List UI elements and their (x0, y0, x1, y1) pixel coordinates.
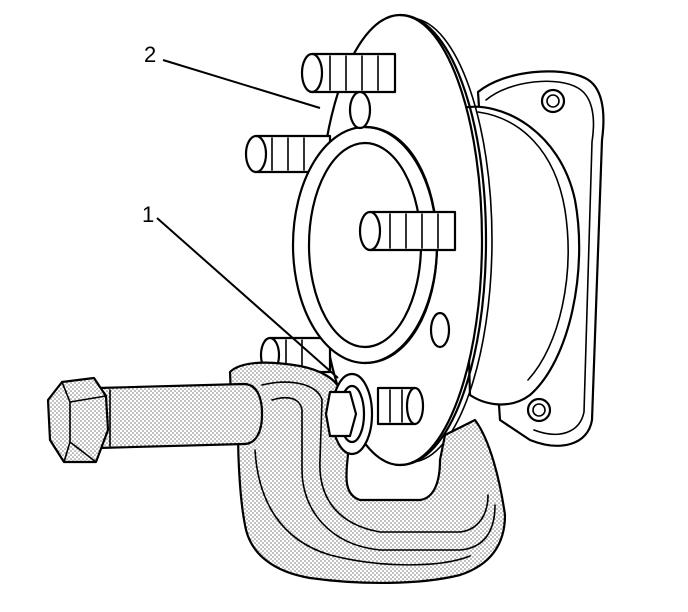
bearing-housing (460, 105, 581, 406)
callout-2-leader (162, 59, 321, 109)
callout-1-label: 1 (142, 202, 154, 227)
forcing-screw-hex-head (46, 376, 110, 464)
flange-bolt-hole-top (540, 88, 566, 114)
flange-hole-right (429, 311, 451, 349)
callout-2-label: 2 (144, 42, 156, 67)
flange-bolt-hole-bottom (526, 397, 552, 423)
wheel-stud-pressed (324, 372, 425, 456)
forcing-screw (96, 382, 264, 450)
puller-body (228, 361, 507, 585)
wheel-stud-center-front (358, 210, 457, 252)
wheel-stud-upper-left (300, 52, 397, 94)
callout-1-leader (156, 217, 339, 379)
flange-hole-top (348, 90, 372, 130)
